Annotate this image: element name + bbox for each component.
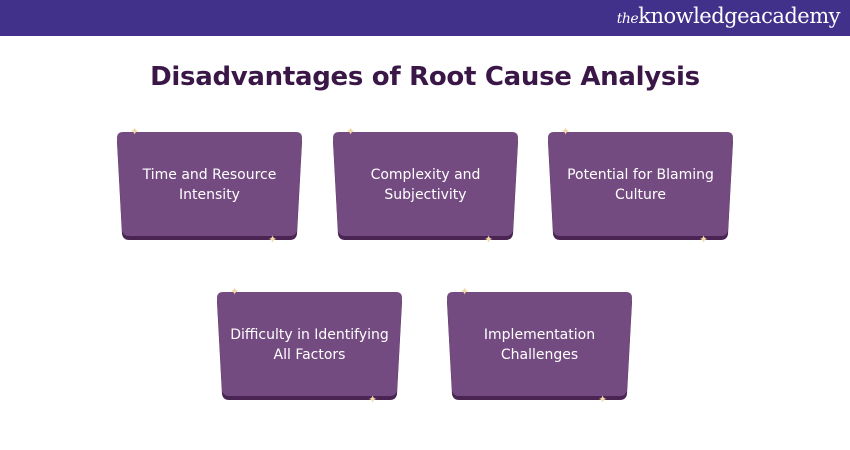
sparkle-icon: ✦: [368, 393, 378, 406]
sparkle-icon: ✦: [346, 125, 356, 138]
sparkle-icon: ✦: [268, 233, 278, 246]
sparkle-icon: ✦: [230, 285, 240, 298]
sparkle-icon: ✦: [598, 393, 608, 406]
logo-main: knowledgeacademy: [638, 4, 840, 28]
disadvantage-card: Time and Resource Intensity ✦ ✦: [117, 126, 302, 246]
logo-prefix: the: [616, 11, 639, 27]
card-shape: [333, 132, 518, 240]
sparkle-icon: ✦: [460, 285, 470, 298]
card-label: Difficulty in Identifying All Factors: [230, 327, 389, 363]
brand-logo: theknowledgeacademy: [616, 4, 841, 28]
disadvantage-card: Potential for Blaming Culture ✦ ✦: [548, 126, 733, 246]
card-shape: [548, 132, 733, 240]
card-shape: [117, 132, 302, 240]
card-shape: [447, 292, 632, 400]
header-bar: theknowledgeacademy: [0, 0, 850, 36]
card-label: Implementation Challenges: [483, 327, 596, 363]
sparkle-icon: ✦: [484, 233, 494, 246]
disadvantage-card: Complexity and Subjectivity ✦ ✦: [333, 126, 518, 246]
page-title: Disadvantages of Root Cause Analysis: [150, 62, 700, 92]
sparkle-icon: ✦: [561, 125, 571, 138]
card-label: Complexity and Subjectivity: [370, 167, 481, 203]
disadvantage-card: Implementation Challenges ✦ ✦: [447, 286, 632, 406]
card-label: Potential for Blaming Culture: [567, 167, 714, 203]
card-label: Time and Resource Intensity: [142, 167, 277, 203]
sparkle-icon: ✦: [130, 125, 140, 138]
card-shape: [217, 292, 402, 400]
disadvantage-card: Difficulty in Identifying All Factors ✦ …: [217, 286, 402, 406]
sparkle-icon: ✦: [699, 233, 709, 246]
